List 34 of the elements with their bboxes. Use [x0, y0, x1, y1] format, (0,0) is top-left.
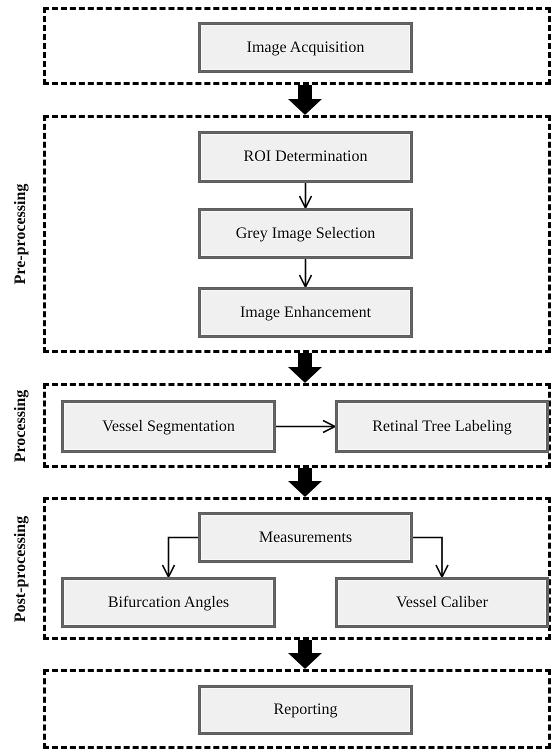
- process-box: [198, 22, 413, 73]
- stage-label: Post-processing: [12, 515, 30, 622]
- step-label: Measurements: [258, 528, 352, 546]
- arrow: [162, 536, 198, 578]
- arrow: [276, 420, 336, 434]
- step-label: Image Acquisition: [246, 38, 364, 56]
- process-box: [335, 400, 549, 453]
- arrow: [298, 183, 312, 209]
- stage-frame: [43, 669, 551, 749]
- step-label: Vessel Segmentation: [102, 418, 235, 436]
- process-box: [61, 400, 276, 453]
- block-arrow: [288, 640, 322, 669]
- process-box: [335, 577, 549, 628]
- step-label: ROI Determination: [244, 148, 368, 166]
- process-box: [198, 512, 413, 563]
- stage-frame: [43, 7, 551, 85]
- step-label: Retinal Tree Labeling: [372, 418, 512, 436]
- block-arrow: [288, 468, 322, 497]
- step-label: Grey Image Selection: [236, 224, 376, 242]
- process-box: [198, 208, 413, 259]
- arrow: [413, 536, 449, 578]
- block-arrow: [288, 353, 322, 383]
- step-label: Reporting: [274, 701, 338, 719]
- process-box: [198, 131, 413, 183]
- process-box: [61, 577, 276, 628]
- step-label: Vessel Caliber: [396, 594, 488, 612]
- step-label: Image Enhancement: [240, 304, 372, 322]
- block-arrow: [288, 85, 322, 115]
- arrow: [298, 259, 312, 288]
- stage-label: Pre-processing: [12, 184, 30, 284]
- process-box: [198, 287, 413, 338]
- process-box: [198, 685, 413, 735]
- step-label: Bifurcation Angles: [108, 594, 230, 612]
- stage-label: Processing: [12, 389, 30, 462]
